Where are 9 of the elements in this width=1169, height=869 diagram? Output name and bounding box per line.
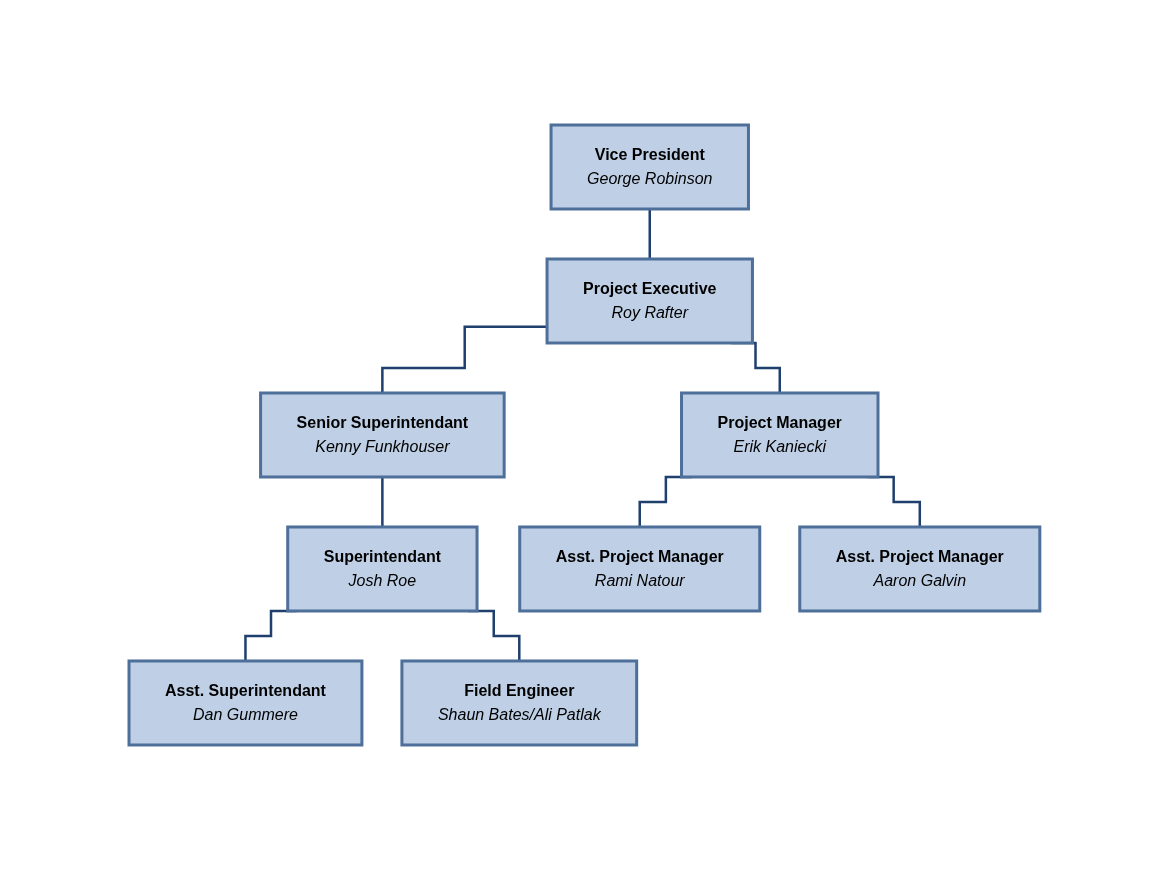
node-box: Project Executive Roy Rafter (545, 257, 755, 344)
node-box: Senior Superintendant Kenny Funkhouser (259, 391, 506, 478)
node-box: Asst. Superintendant Dan Gummere (127, 659, 364, 746)
node-box: Asst. Project Manager Aaron Galvin (798, 525, 1042, 612)
node-box: Project Manager Erik Kaniecki (680, 391, 880, 478)
node-box: Field Engineer Shaun Bates/Ali Patlak (400, 659, 639, 746)
node-box: Vice President George Robinson (549, 123, 751, 210)
node-box: Asst. Project Manager Rami Natour (518, 525, 762, 612)
node-box: Superintendant Josh Roe (286, 525, 479, 612)
